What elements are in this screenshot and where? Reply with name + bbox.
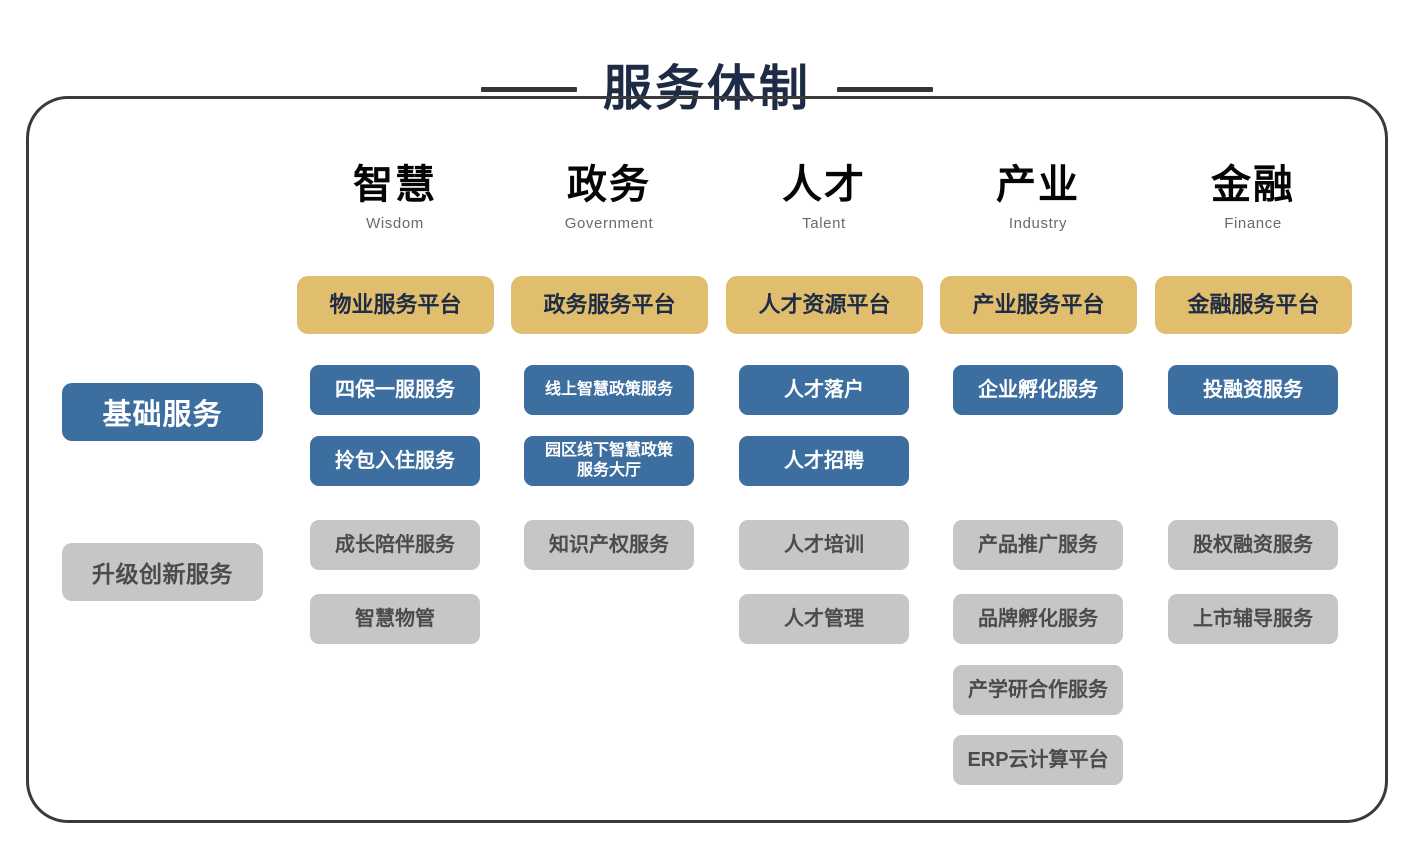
service-card-basic[interactable]: 线上智慧政策服务: [524, 365, 694, 415]
service-card-upgrade[interactable]: 人才管理: [739, 594, 909, 644]
platform-card-industry[interactable]: 产业服务平台: [940, 276, 1137, 334]
page-title: 服务体制: [602, 61, 811, 116]
service-card-basic[interactable]: 人才招聘: [739, 436, 909, 486]
column-title-cn: 政务: [567, 163, 651, 207]
title-rule-left: [480, 86, 577, 92]
column-header-industry: 产业 Industry: [933, 163, 1143, 232]
column-title-en: Talent: [802, 214, 846, 232]
service-card-upgrade[interactable]: 产品推广服务: [953, 520, 1123, 570]
column-header-wisdom: 智慧 Wisdom: [290, 163, 500, 232]
service-card-upgrade[interactable]: 品牌孵化服务: [953, 594, 1123, 644]
column-header-finance: 金融 Finance: [1148, 163, 1358, 232]
column-title-en: Industry: [1008, 214, 1068, 232]
service-card-basic[interactable]: 人才落户: [739, 365, 909, 415]
service-card-upgrade[interactable]: 上市辅导服务: [1168, 594, 1338, 644]
column-header-talent: 人才 Talent: [719, 163, 929, 232]
service-card-basic[interactable]: 企业孵化服务: [953, 365, 1123, 415]
column-title-cn: 产业: [996, 163, 1080, 207]
service-card-basic[interactable]: 四保一服服务: [310, 365, 480, 415]
diagram-frame: [26, 96, 1388, 823]
service-card-basic[interactable]: 拎包入住服务: [310, 436, 480, 486]
service-card-upgrade[interactable]: 知识产权服务: [524, 520, 694, 570]
platform-card-government[interactable]: 政务服务平台: [511, 276, 708, 334]
platform-card-wisdom[interactable]: 物业服务平台: [297, 276, 494, 334]
column-title-cn: 人才: [782, 163, 866, 207]
column-title-en: Wisdom: [366, 214, 424, 232]
title-rule-right: [837, 86, 933, 92]
page-title-bar: 服务体制: [0, 58, 1414, 120]
platform-card-talent[interactable]: 人才资源平台: [726, 276, 923, 334]
column-title-cn: 智慧: [353, 163, 437, 207]
row-label-basic-service[interactable]: 基础服务: [62, 383, 263, 441]
service-card-upgrade[interactable]: ERP云计算平台: [953, 735, 1123, 785]
service-card-basic[interactable]: 投融资服务: [1168, 365, 1338, 415]
service-card-basic[interactable]: 园区线下智慧政策服务大厅: [524, 436, 694, 486]
service-card-upgrade[interactable]: 智慧物管: [310, 594, 480, 644]
column-title-cn: 金融: [1211, 163, 1295, 207]
column-title-en: Finance: [1224, 214, 1282, 232]
platform-card-finance[interactable]: 金融服务平台: [1155, 276, 1352, 334]
service-card-upgrade[interactable]: 股权融资服务: [1168, 520, 1338, 570]
row-label-upgrade-innovation-service[interactable]: 升级创新服务: [62, 543, 263, 601]
column-header-government: 政务 Government: [504, 163, 714, 232]
service-card-upgrade[interactable]: 产学研合作服务: [953, 665, 1123, 715]
service-card-upgrade[interactable]: 成长陪伴服务: [310, 520, 480, 570]
column-title-en: Government: [564, 214, 654, 232]
service-card-upgrade[interactable]: 人才培训: [739, 520, 909, 570]
